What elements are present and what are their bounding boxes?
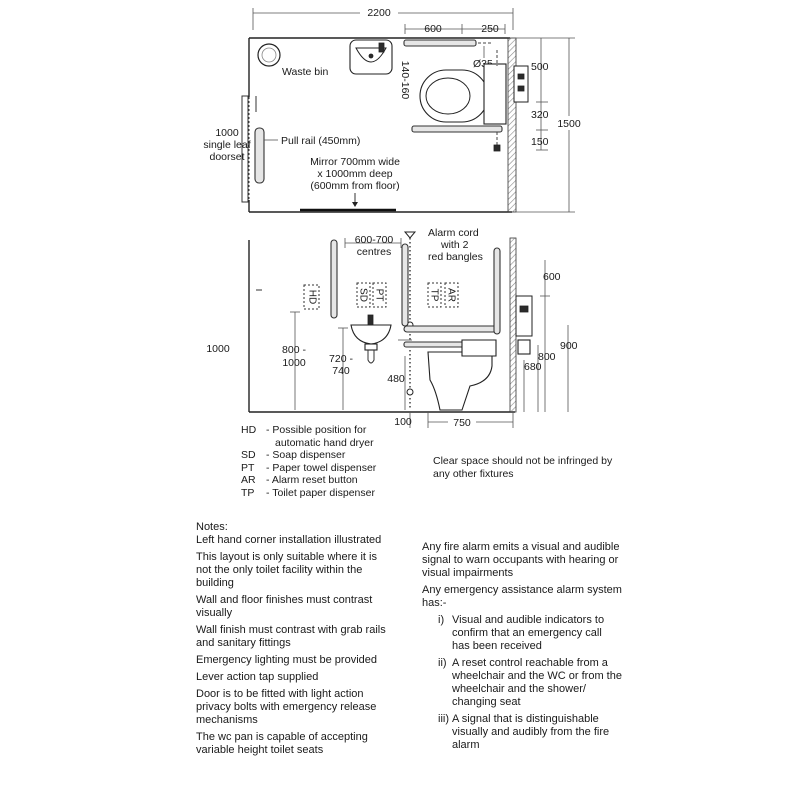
elevation-alarm-panel (515, 295, 533, 337)
plan-cistern (483, 63, 507, 125)
dim-wc-to-wall: 250 (481, 23, 499, 35)
dim-depth: 1500 (557, 118, 581, 130)
tag-tp: TP (428, 289, 439, 302)
dim-900: 900 (560, 340, 578, 352)
wc-vertical-rail-left (401, 243, 409, 327)
legend-row: SD- Soap dispenser (241, 449, 346, 461)
plan-view: 2200 1000 single leaf doorset Pull rail … (203, 5, 585, 213)
elevation-wc (427, 351, 493, 411)
tag-pt: PT (373, 289, 384, 302)
dim-750: 750 (453, 417, 471, 429)
tag-hd: HD (306, 290, 317, 304)
door-label-1: 1000 (215, 127, 239, 139)
list-item: i) Visual and audible indicators to conf… (438, 614, 605, 652)
plan-drop-down-rail (411, 125, 503, 133)
legend-row: PT- Paper towel dispenser (241, 461, 377, 474)
notes-right: Any fire alarm emits a visual and audibl… (422, 541, 622, 756)
list-item: ii) A reset control reachable from a whe… (438, 657, 622, 708)
legend: HD- Possible position for automatic hand… (241, 424, 421, 499)
note: Wall finish must contrast with grab rail… (196, 624, 386, 649)
door-leaf (241, 95, 249, 203)
note: The wc pan is capable of accepting varia… (196, 731, 368, 756)
alarm-reset-position (444, 282, 459, 308)
basin-vertical-rail (330, 239, 338, 319)
mirror-label-2: x 1000mm deep (317, 168, 392, 180)
dim-dryer-height-1: 800 - (282, 344, 306, 356)
mirror-label-3: (600mm from floor) (310, 180, 399, 192)
dim-dryer-height-2: 1000 (282, 357, 306, 369)
mirror-label-1: Mirror 700mm wide (310, 156, 400, 168)
door-label-3: doorset (209, 151, 244, 163)
paper-towel-position (372, 282, 387, 308)
legend-row: AR- Alarm reset button (241, 474, 358, 486)
waste-bin (257, 43, 281, 67)
note: Emergency lighting must be provided (196, 654, 377, 666)
alarm-label-1: Alarm cord (428, 227, 479, 239)
legend-row: automatic hand dryer (275, 436, 374, 449)
alarm-cord-pull (403, 231, 417, 239)
dim-cistern: 500 (531, 61, 549, 73)
tag-sd: SD (357, 288, 368, 302)
alarm-label-3: red bangles (428, 251, 483, 263)
note: This layout is only suitable where it is… (196, 551, 377, 589)
pull-rail (254, 127, 265, 184)
bangle-lower (406, 388, 414, 396)
note: Notes: Left hand corner installation ill… (196, 521, 382, 546)
dim-door-height: 1000 (206, 343, 230, 355)
note: Wall and floor finishes must contrast vi… (196, 594, 373, 619)
dim-width: 2200 (367, 7, 391, 19)
alarm-intro-2: Any emergency assistance alarm system ha… (422, 584, 622, 609)
elevation-basin (350, 324, 392, 345)
dim-680: 680 (524, 361, 542, 373)
legend-row: HD- Possible position for (241, 424, 367, 436)
dim-rail-centres-2: centres (357, 246, 391, 258)
wc-vertical-rail-right (493, 247, 501, 335)
dim-basin-to-wc: 600 (424, 23, 442, 35)
dim-600: 600 (543, 271, 561, 283)
alarm-label-2: with 2 (440, 239, 469, 251)
clear-space-note: Clear space should not be infringed by a… (433, 455, 613, 480)
dim-rail-front: 150 (531, 136, 549, 148)
dim-basin-height-2: 740 (332, 365, 350, 377)
plan-alarm-panel (513, 65, 529, 103)
toilet-paper-position (427, 282, 442, 308)
plan-right-duct-wall (507, 37, 517, 213)
alarm-intro-1: Any fire alarm emits a visual and audibl… (422, 541, 620, 579)
note: Lever action tap supplied (196, 671, 319, 683)
list-item: iii) A signal that is distinguishable vi… (438, 713, 610, 751)
legend-row: TP- Toilet paper dispenser (241, 486, 375, 499)
note: Door is to be fitted with light action p… (196, 688, 377, 726)
dim-basin-height-1: 720 - (329, 353, 353, 365)
notes-left: Notes: Left hand corner installation ill… (196, 521, 391, 761)
pull-rail-label: Pull rail (450mm) (281, 135, 360, 147)
dim-800: 800 (538, 351, 556, 363)
soap-dispenser-position (356, 282, 371, 308)
dim-seat-height: 480 (387, 373, 405, 385)
elevation-drop-down-rail (403, 325, 501, 333)
dim-seat-edge: 320 (531, 109, 549, 121)
elevation-view: 1000 HD 800 - 1000 600-700 centres SD PT… (206, 227, 578, 429)
dim-gap-100: 100 (394, 416, 412, 428)
plan-horizontal-rail (403, 39, 477, 47)
tag-ar: AR (445, 288, 456, 302)
door-label-2: single leaf (203, 139, 250, 151)
hand-dryer-position (303, 284, 320, 310)
elevation-right-wall (509, 237, 517, 413)
waste-bin-label: Waste bin (282, 66, 328, 78)
dim-seat-gap: 140-160 (399, 61, 411, 100)
dim-rail-centres-1: 600-700 (355, 234, 394, 246)
